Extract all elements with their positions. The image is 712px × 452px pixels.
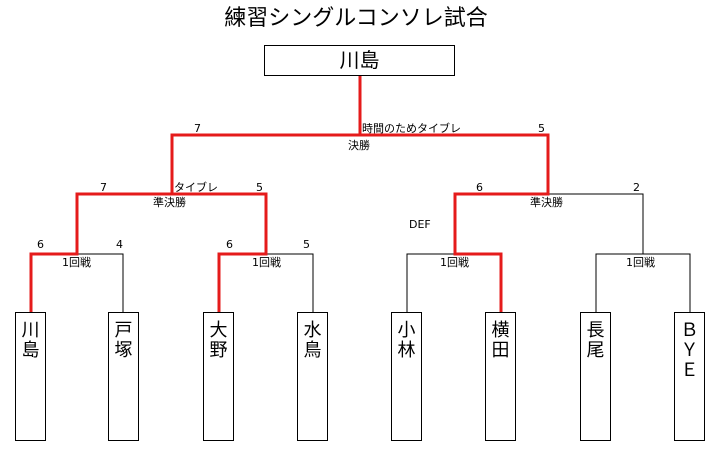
player-name-2: 戸塚 xyxy=(114,320,133,361)
round1-match-1-label: 1回戦 xyxy=(62,256,91,269)
champion-box: 川島 xyxy=(264,45,455,76)
player-box-4: 水鳥 xyxy=(297,312,328,441)
player-box-5: 小林 xyxy=(391,312,422,441)
player-name-6: 横田 xyxy=(491,320,510,361)
final-label: 決勝 xyxy=(348,139,370,152)
semifinal-2-score-right: 2 xyxy=(633,181,640,194)
player-name-7: 長尾 xyxy=(586,320,605,361)
player-box-1: 川島 xyxy=(15,312,46,441)
final-score-left: 7 xyxy=(194,122,201,135)
player-box-6: 横田 xyxy=(485,312,516,441)
player-name-3: 大野 xyxy=(209,320,228,361)
semifinal-1-label: 準決勝 xyxy=(153,196,186,209)
round1-match-3-label: 1回戦 xyxy=(440,256,469,269)
round1-match-1-score-left: 6 xyxy=(37,238,44,251)
round1-match-2-label: 1回戦 xyxy=(252,256,281,269)
player-box-7: 長尾 xyxy=(580,312,611,441)
round1-match-3-note: DEF xyxy=(409,218,431,231)
round1-match-4-label: 1回戦 xyxy=(626,256,655,269)
player-name-5: 小林 xyxy=(397,320,416,361)
final-note: 時間のためタイブレ xyxy=(362,122,461,135)
round1-match-2-score-left: 6 xyxy=(226,238,233,251)
semifinal-2-score-left: 6 xyxy=(476,181,483,194)
semifinal-2-label: 準決勝 xyxy=(530,196,563,209)
semifinal-1-note: タイブレ xyxy=(174,181,218,194)
player-name-1: 川島 xyxy=(21,320,40,361)
player-box-3: 大野 xyxy=(203,312,234,441)
semifinal-1-score-left: 7 xyxy=(100,181,107,194)
page-title: 練習シングルコンソレ試合 xyxy=(224,6,488,31)
round1-match-1-score-right: 4 xyxy=(116,238,123,251)
player-box-2: 戸塚 xyxy=(108,312,139,441)
player-name-4: 水鳥 xyxy=(303,320,322,361)
final-score-right: 5 xyxy=(538,122,545,135)
round1-match-2-score-right: 5 xyxy=(303,238,310,251)
semifinal-1-score-right: 5 xyxy=(256,181,263,194)
